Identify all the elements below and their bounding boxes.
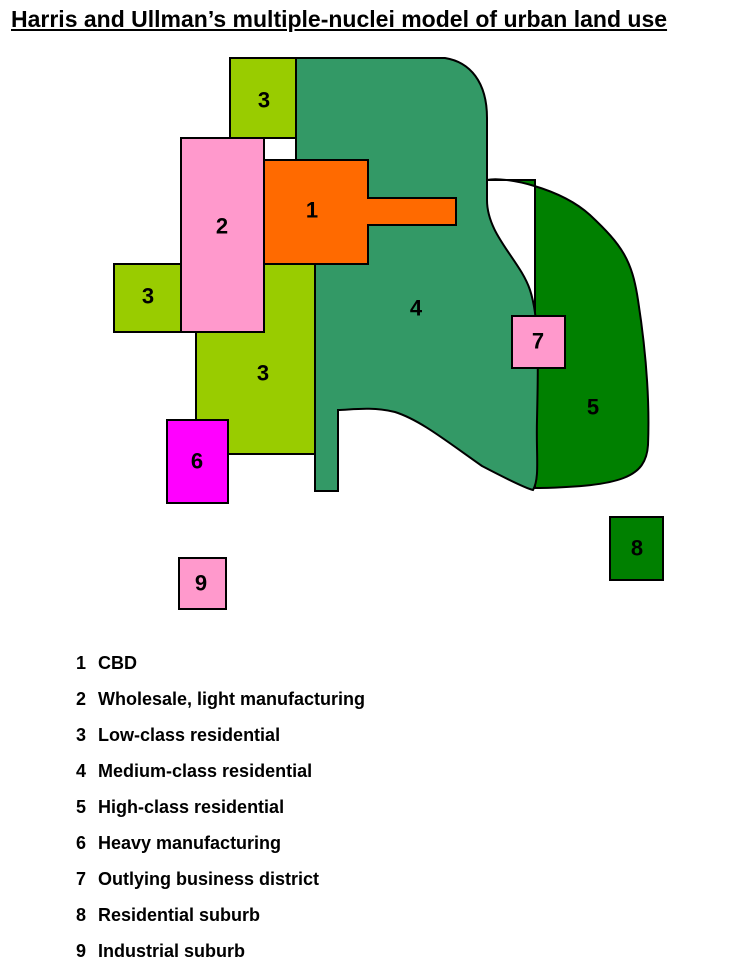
legend-label: Low-class residential — [98, 725, 281, 745]
zone-label-8: 8 — [631, 536, 643, 561]
zone-label-9: 9 — [195, 571, 207, 596]
legend-label: Wholesale, light manufacturing — [98, 689, 366, 709]
zone-label-7: 7 — [532, 329, 544, 354]
zone-label-6: 6 — [191, 449, 203, 474]
zone-2-wholesale — [180, 137, 265, 333]
zone-3-upper — [229, 57, 297, 139]
legend-item: 5 High-class residential — [76, 795, 365, 831]
legend-item: 9 Industrial suburb — [76, 939, 365, 975]
zone-label-1: 1 — [306, 198, 318, 223]
zone-label-3-middle: 3 — [257, 361, 269, 386]
legend-item: 1 CBD — [76, 651, 365, 687]
legend-label: Medium-class residential — [98, 761, 313, 781]
zone-label-3-upper: 3 — [258, 88, 270, 113]
zone-8-residential-suburb — [609, 516, 664, 581]
legend-label: Outlying business district — [98, 869, 320, 889]
zone-label-5: 5 — [587, 395, 599, 420]
legend-label: Industrial suburb — [98, 941, 246, 961]
legend-number: 8 — [76, 905, 87, 925]
legend-number: 5 — [76, 797, 87, 817]
legend-number: 9 — [76, 941, 87, 961]
legend-item: 8 Residential suburb — [76, 903, 365, 939]
zone-5-high-class — [486, 178, 650, 489]
zone-9-industrial-suburb — [178, 557, 227, 610]
legend-label: CBD — [98, 653, 137, 673]
legend: 1 CBD 2 Wholesale, light manufacturing 3 Lo… — [76, 651, 365, 975]
zone-1-cbd — [263, 159, 457, 265]
land-use-diagram: 3 1 2 3 4 3 7 5 6 8 9 — [113, 57, 664, 610]
zone-7-outlying-business — [511, 315, 566, 369]
legend-item: 3 Low-class residential — [76, 723, 365, 759]
legend-label: Residential suburb — [98, 905, 261, 925]
legend-item: 6 Heavy manufacturing — [76, 831, 365, 867]
zone-4-medium-class — [295, 57, 539, 492]
legend-label: High-class residential — [98, 797, 285, 817]
zone-6-heavy-manufacturing — [166, 419, 229, 504]
legend-number: 7 — [76, 869, 87, 889]
legend-item: 4 Medium-class residential — [76, 759, 365, 795]
legend-label: Heavy manufacturing — [98, 833, 282, 853]
legend-number: 2 — [76, 689, 87, 709]
page-title: Harris and Ullman’s multiple-nuclei mode… — [11, 6, 668, 32]
legend-item: 2 Wholesale, light manufacturing — [76, 687, 365, 723]
legend-number: 6 — [76, 833, 87, 853]
zone-3-left — [113, 263, 185, 333]
zone-label-4: 4 — [410, 296, 423, 321]
legend-item: 7 Outlying business district — [76, 867, 365, 903]
zone-label-2: 2 — [216, 214, 228, 239]
legend-number: 4 — [76, 761, 87, 781]
legend-number: 3 — [76, 725, 87, 745]
zone-label-3-left: 3 — [142, 284, 154, 309]
legend-number: 1 — [76, 653, 87, 673]
